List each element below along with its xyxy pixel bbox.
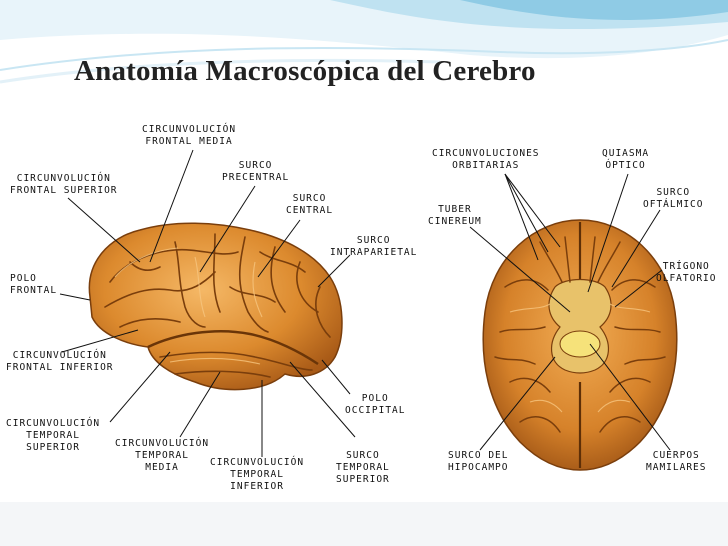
header-swoosh (0, 0, 728, 84)
label-frontal-inferior: CIRCUNVOLUCIÓN FRONTAL INFERIOR (6, 350, 114, 373)
label-quiasma-optico: QUIASMA ÓPTICO (602, 148, 650, 171)
label-surco-temporal-superior: SURCO TEMPORAL SUPERIOR (336, 450, 390, 485)
slide-title: Anatomía Macroscópica del Cerebro (74, 55, 536, 87)
label-temporal-media: CIRCUNVOLUCIÓN TEMPORAL MEDIA (115, 438, 210, 473)
label-surco-oftalmico: SURCO OFTÁLMICO (643, 187, 704, 210)
label-temporal-inferior: CIRCUNVOLUCIÓN TEMPORAL INFERIOR (210, 457, 305, 492)
label-trigono-olfatorio: TRÍGONO OLFATORIO (656, 261, 717, 284)
label-cuerpos-mamilares: CUERPOS MAMILARES (646, 450, 707, 473)
brain-illustration (59, 149, 678, 471)
slide-footer-band (0, 502, 728, 546)
label-surco-central: SURCO CENTRAL (286, 193, 334, 216)
label-frontal-superior: CIRCUNVOLUCIÓN FRONTAL SUPERIOR (10, 173, 118, 196)
lateral-brain (88, 222, 343, 391)
label-temporal-superior: CIRCUNVOLUCIÓN TEMPORAL SUPERIOR (6, 418, 101, 453)
inferior-leader-lines (469, 173, 671, 451)
brain-figure: CIRCUNVOLUCIÓN FRONTAL MEDIA CIRCUNVOLUC… (0, 112, 728, 502)
lateral-leader-lines (59, 149, 356, 457)
label-surco-hipocampo: SURCO DEL HIPOCAMPO (448, 450, 509, 473)
label-polo-occipital: POLO OCCIPITAL (345, 393, 406, 416)
label-polo-frontal: POLO FRONTAL (10, 273, 58, 296)
label-tuber-cinereum: TUBER CINEREUM (428, 204, 482, 227)
label-frontal-media: CIRCUNVOLUCIÓN FRONTAL MEDIA (142, 124, 237, 147)
label-surco-intraparietal: SURCO INTRAPARIETAL (330, 235, 418, 258)
label-surco-precentral: SURCO PRECENTRAL (222, 160, 290, 183)
label-circunvoluciones-orbitarias: CIRCUNVOLUCIONES ORBITARIAS (432, 148, 540, 171)
inferior-brain (482, 219, 678, 471)
